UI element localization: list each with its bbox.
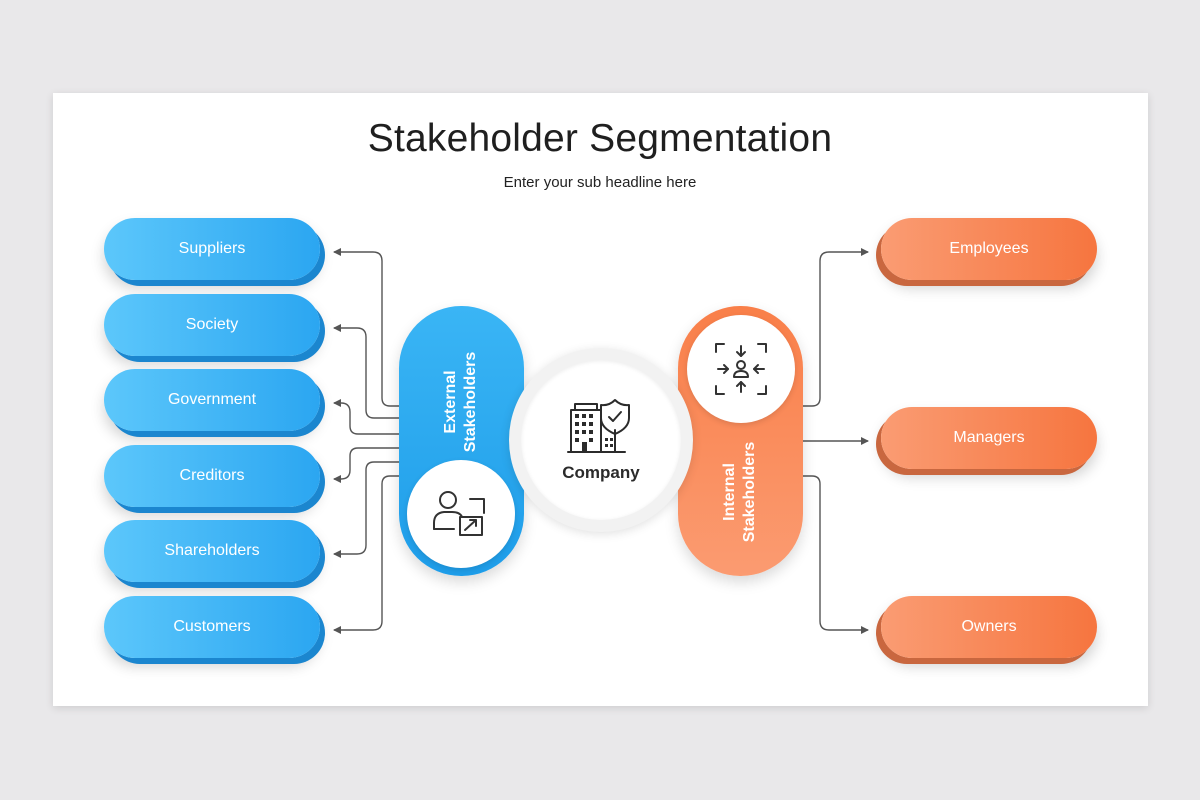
external-item-suppliers[interactable]: Suppliers [104,218,320,280]
external-item-label: Customers [173,618,251,635]
external-item-label: Suppliers [178,240,246,257]
external-icon-circle [407,460,515,568]
internal-item-owners[interactable]: Owners [881,596,1097,658]
building-shield-icon [567,399,630,453]
external-item-customers[interactable]: Customers [104,596,320,658]
connector-customers [333,475,399,634]
external-item-creditors[interactable]: Creditors [104,445,320,507]
external-item-label: Government [167,391,257,408]
page-title: Stakeholder Segmentation [367,117,833,160]
internal-item-label: Owners [961,618,1017,635]
external-item-government[interactable]: Government [104,369,320,431]
connector-employees [803,248,869,407]
connector-government [333,399,399,435]
person-growth-icon [433,491,485,536]
focus-person-icon [715,343,767,395]
connector-suppliers [333,248,399,407]
external-item-label: Society [185,316,239,333]
company-label: Company [562,463,640,482]
external-item-label: Shareholders [164,542,260,559]
connector-owners [803,475,869,634]
connector-creditors [333,447,399,483]
page-subtitle: Enter your sub headline here [503,174,697,191]
internal-item-label: Managers [953,429,1025,446]
connector-shareholders [333,461,399,558]
internal-item-label: Employees [949,240,1029,257]
internal-item-managers[interactable]: Managers [881,407,1097,469]
connector-society [333,324,399,419]
internal-item-employees[interactable]: Employees [881,218,1097,280]
external-item-society[interactable]: Society [104,294,320,356]
internal-icon-circle [687,315,795,423]
external-item-label: Creditors [179,467,245,484]
external-item-shareholders[interactable]: Shareholders [104,520,320,582]
